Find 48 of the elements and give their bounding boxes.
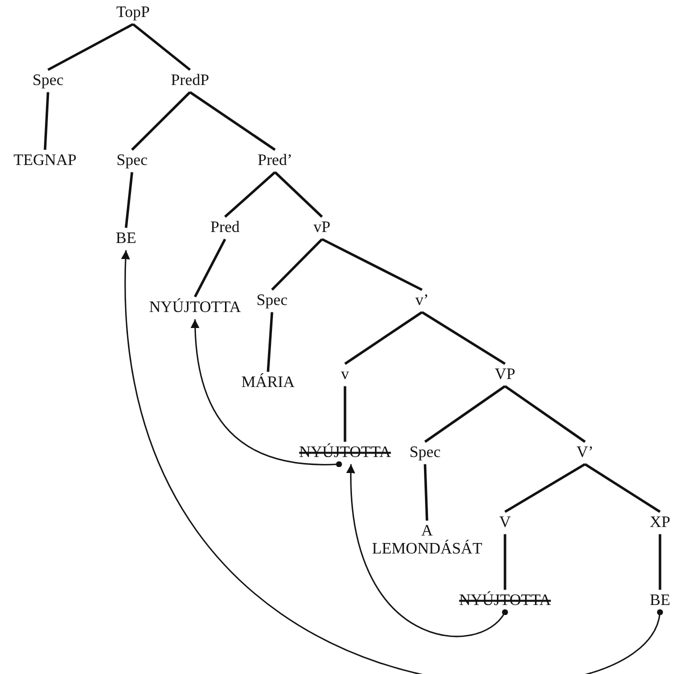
branch-line xyxy=(224,171,276,218)
movement-arrow xyxy=(346,464,508,637)
node-label: BE xyxy=(116,230,136,248)
node-label: TopP xyxy=(116,4,150,22)
node-label: V xyxy=(499,514,511,532)
branch-line xyxy=(266,312,274,372)
branch-line xyxy=(584,463,661,513)
movement-arrow xyxy=(122,250,663,674)
branch-line xyxy=(189,91,276,151)
branch-line xyxy=(124,172,134,228)
node-label: Pred xyxy=(210,218,240,238)
branch-line xyxy=(44,92,50,150)
node-label: V’ xyxy=(576,444,594,462)
node-label: BE xyxy=(650,592,670,610)
node-label: vP xyxy=(314,218,330,238)
node-label: Spec xyxy=(32,72,64,90)
node-label: VP xyxy=(494,366,516,384)
branch-line xyxy=(424,464,428,521)
node-label: Pred’ xyxy=(258,152,292,170)
node-label: TEGNAP xyxy=(13,152,77,170)
node-label: PredP xyxy=(170,72,210,90)
branch-line xyxy=(504,534,506,590)
node-label: Spec xyxy=(256,292,288,310)
node-label: v xyxy=(341,366,349,384)
node-label: Spec xyxy=(409,444,441,462)
branch-line xyxy=(504,463,586,513)
branch-line xyxy=(344,311,423,365)
node-label: Spec xyxy=(116,152,148,170)
node-label: v’ xyxy=(415,292,429,310)
branch-line xyxy=(194,238,226,298)
movement-arrow xyxy=(190,319,342,468)
node-label: NYÚJTOTTA xyxy=(299,444,391,462)
branch-line xyxy=(344,386,346,442)
node-label: XP xyxy=(650,514,670,532)
branch-line xyxy=(131,91,191,151)
branch-line xyxy=(504,385,586,443)
node-label: NYÚJTOTTA xyxy=(459,592,551,610)
branch-line xyxy=(274,171,323,218)
branch-line xyxy=(424,385,506,443)
branch-line xyxy=(421,311,506,365)
node-label: A LEMONDÁSÁT xyxy=(372,522,482,560)
node-label: MÁRIA xyxy=(241,374,295,392)
branch-line xyxy=(47,23,134,71)
branch-line xyxy=(132,23,191,71)
branch-line xyxy=(658,534,662,590)
node-label: NYÚJTOTTA xyxy=(149,298,241,318)
branch-line xyxy=(271,238,323,291)
branch-line xyxy=(321,238,423,291)
